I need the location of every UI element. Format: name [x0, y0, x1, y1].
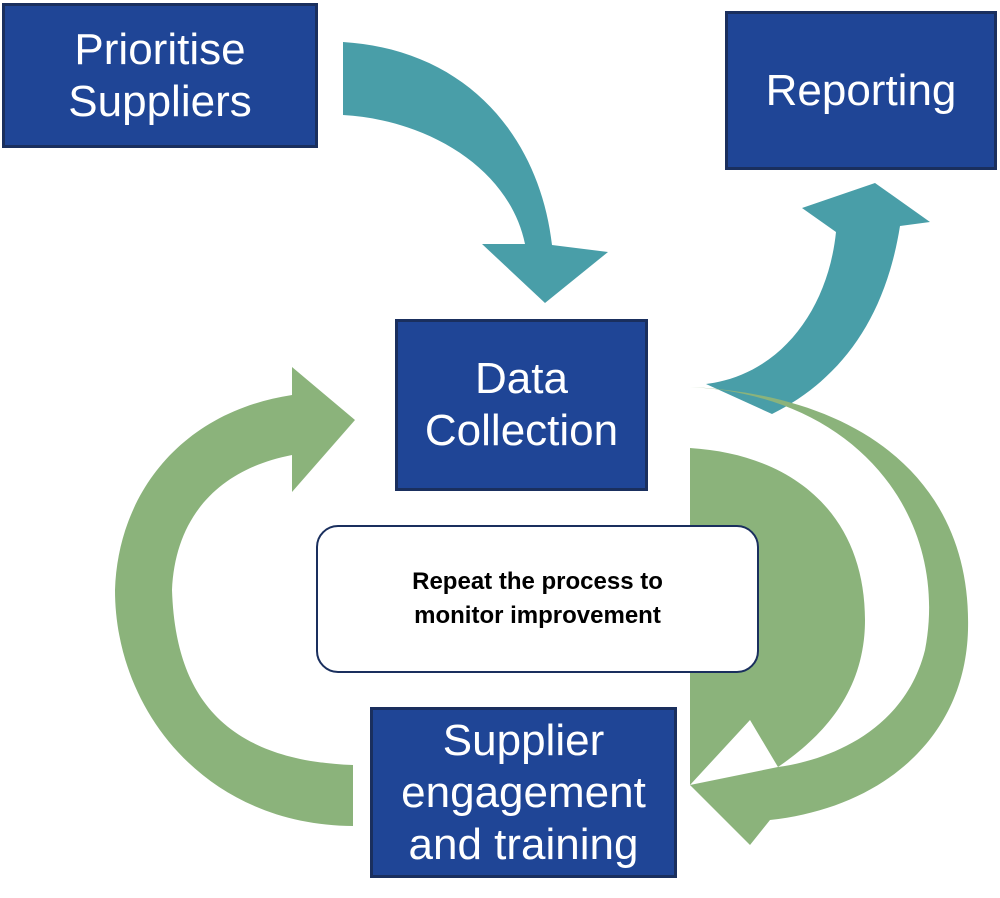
arrow-data-to-supplier-icon	[690, 387, 969, 845]
node-supplier-engagement-label: Supplier engagement and training	[401, 715, 646, 869]
node-data-collection-label: Data Collection	[424, 354, 619, 455]
node-prioritise-suppliers-label: Prioritise Suppliers	[68, 24, 252, 126]
arrow-prioritise-to-data-icon	[343, 42, 608, 303]
arrow-data-to-reporting-icon	[706, 183, 930, 414]
repeat-note-text: Repeat the process to monitor improvemen…	[412, 568, 663, 629]
node-reporting: Reporting	[725, 11, 997, 170]
node-prioritise-suppliers: Prioritise Suppliers	[2, 3, 318, 148]
node-data-collection: Data Collection	[395, 319, 648, 491]
arrow-supplier-to-data-icon	[115, 367, 355, 826]
node-supplier-engagement: Supplier engagement and training	[370, 707, 677, 878]
repeat-note: Repeat the process to monitor improvemen…	[316, 525, 759, 673]
node-reporting-label: Reporting	[765, 65, 957, 115]
